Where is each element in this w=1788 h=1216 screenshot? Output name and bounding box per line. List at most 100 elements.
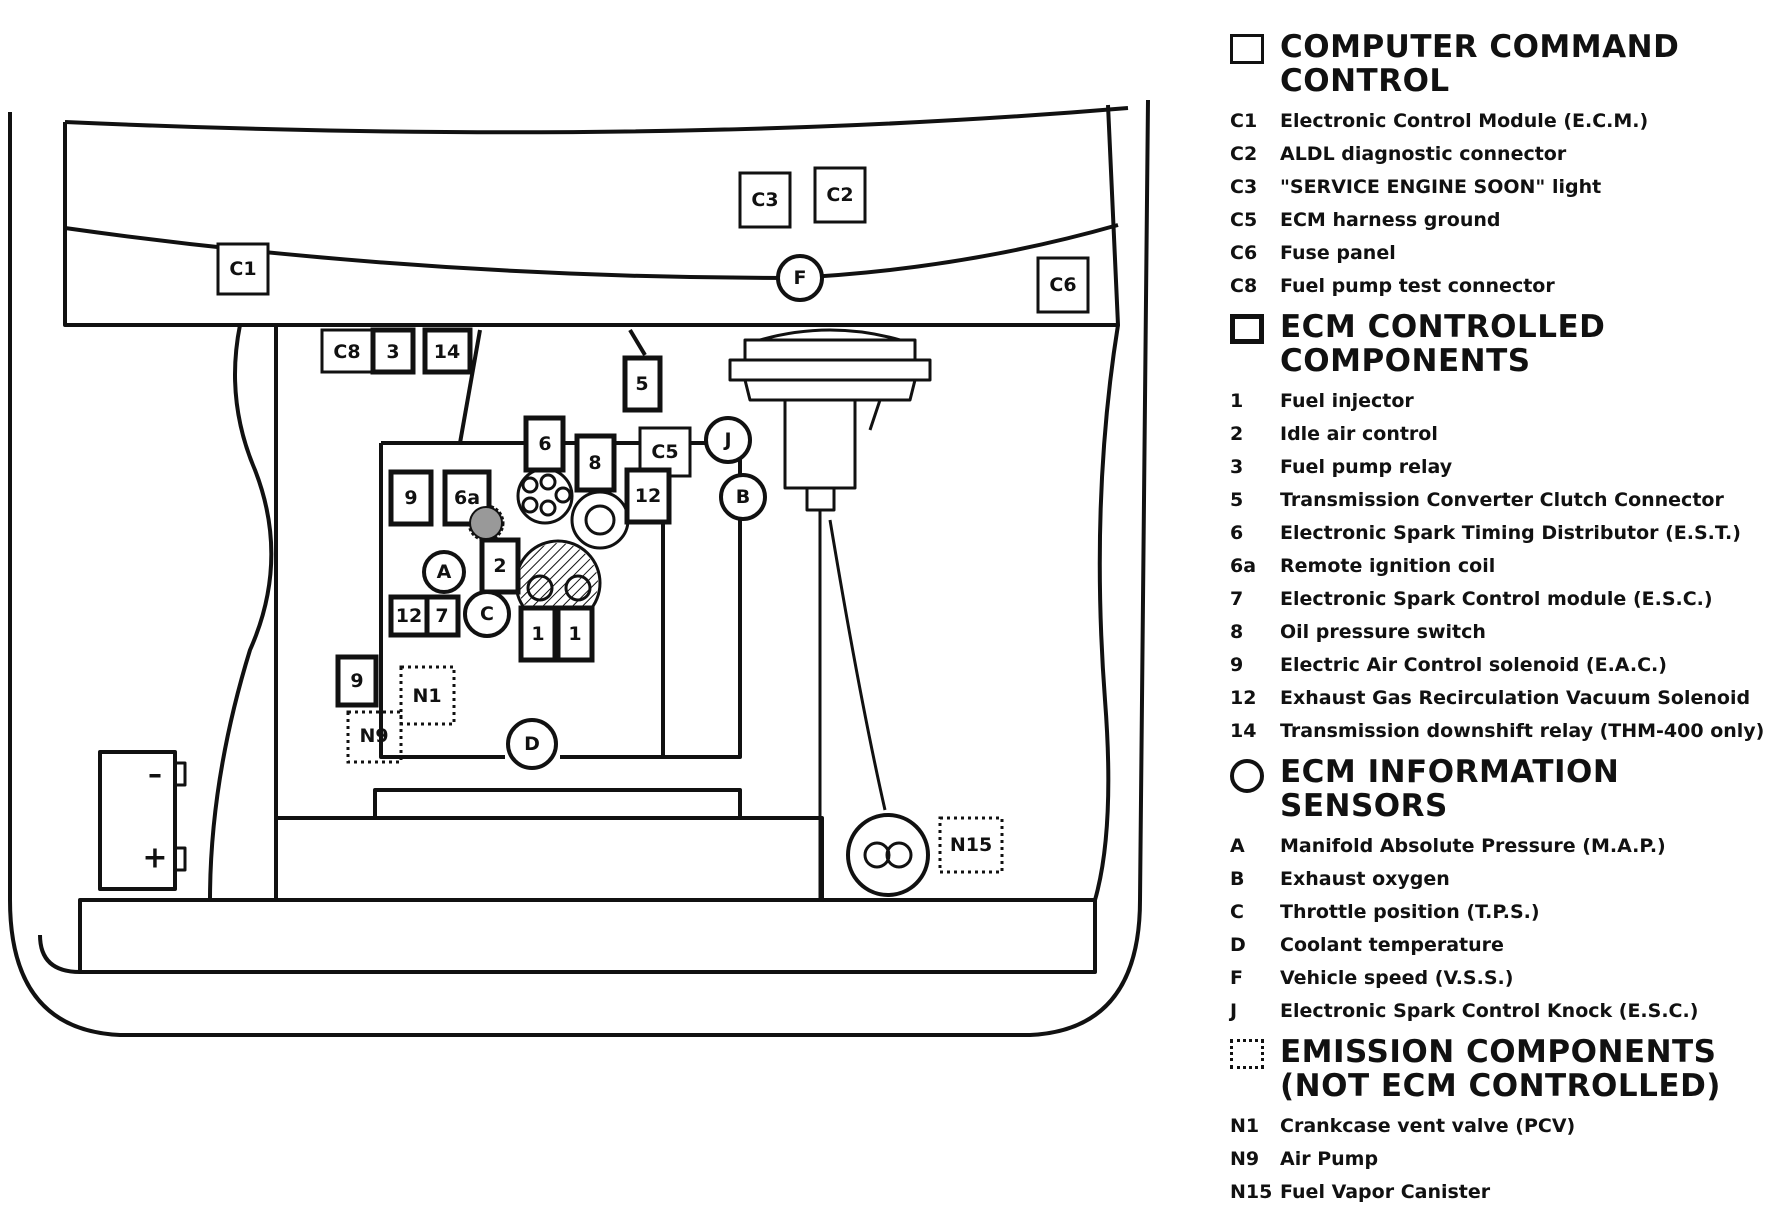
legend-item: 7 Electronic Spark Control module (E.S.C.…	[1230, 582, 1775, 615]
label-c1: C1	[229, 258, 256, 280]
legend-desc: Exhaust Gas Recirculation Vacuum Solenoi…	[1280, 686, 1751, 709]
engine-bay-diagram: C1 C2 C3 C6 C8 C5 3 14 5 6 8 12 9 6a 2 1…	[8, 99, 1150, 1037]
legend-desc: Throttle position (T.P.S.)	[1280, 900, 1540, 923]
canister	[846, 813, 930, 897]
legend-code: 9	[1230, 653, 1244, 676]
canister-hose	[828, 519, 887, 811]
box-2	[479, 537, 521, 595]
sensor-c	[463, 590, 511, 638]
legend-desc: Transmission downshift relay (THM-400 on…	[1280, 719, 1765, 742]
engine-left-wall	[379, 443, 463, 759]
legend-code: A	[1230, 834, 1245, 857]
legend-code: C5	[1230, 208, 1258, 231]
label-1-right: 1	[568, 623, 581, 645]
label-c2: C2	[826, 184, 853, 206]
oil-pressure-switch	[570, 490, 630, 550]
legend-code: 14	[1230, 719, 1257, 742]
label-f: F	[794, 267, 807, 289]
legend-code: D	[1230, 933, 1246, 956]
box-9-top	[388, 469, 434, 527]
legend-item: C3"SERVICE ENGINE SOON" light	[1230, 170, 1775, 203]
box-c8	[320, 328, 374, 374]
canister-symbol	[863, 841, 913, 869]
injector-port-right	[564, 574, 592, 602]
box-14	[422, 327, 473, 375]
distributor-cap-5	[554, 486, 572, 504]
legend-section-ccc: COMPUTER COMMAND CONTROL	[1230, 30, 1775, 98]
label-b: B	[736, 486, 750, 508]
air-cleaner-top	[743, 338, 917, 362]
legend-desc: Oil pressure switch	[1280, 620, 1486, 643]
legend-desc: ALDL diagnostic connector	[1280, 142, 1567, 165]
label-j: J	[722, 429, 731, 451]
legend-title-line: CONTROL	[1280, 63, 1450, 99]
air-cleaner-base	[728, 358, 932, 382]
air-cleaner-dome	[759, 328, 901, 342]
legend-code: C6	[1230, 241, 1258, 264]
egr-module	[783, 398, 857, 490]
sensor-d	[506, 718, 558, 770]
label-n9: N9	[359, 725, 388, 747]
legend-title-line: (NOT ECM CONTROLLED)	[1280, 1068, 1721, 1104]
legend-desc: Air Pump	[1280, 1147, 1379, 1170]
label-c8: C8	[333, 341, 360, 363]
label-c5: C5	[651, 441, 678, 463]
harness-upper	[458, 329, 482, 444]
legend-item: 12 Exhaust Gas Recirculation Vacuum Solen…	[1230, 681, 1775, 714]
label-3: 3	[386, 341, 399, 363]
bay-inner-bottom	[38, 934, 81, 974]
legend-desc: Fuel Vapor Canister	[1280, 1180, 1491, 1203]
label-5: 5	[635, 373, 648, 395]
legend-title-line: COMPONENTS	[1280, 343, 1531, 379]
legend-desc: Coolant temperature	[1280, 933, 1504, 956]
box-n9	[346, 710, 403, 764]
label-14: 14	[434, 341, 460, 363]
engine-pan	[373, 788, 742, 818]
box-6	[523, 415, 566, 473]
legend-title-line: COMPUTER COMMAND	[1280, 29, 1680, 65]
legend-code: 7	[1230, 587, 1244, 610]
legend-code: C	[1230, 900, 1244, 923]
coil-stipple	[469, 506, 503, 540]
air-cleaner-side	[868, 399, 882, 431]
box-5	[622, 355, 663, 413]
legend-code: 6a	[1230, 554, 1257, 577]
legend-desc: Electronic Spark Control module (E.S.C.)	[1280, 587, 1713, 610]
box-1-right	[555, 605, 595, 663]
sensor-f	[776, 254, 824, 302]
oil-pressure-switch-inner	[584, 504, 616, 536]
sensor-a	[422, 550, 466, 594]
legend-code: 3	[1230, 455, 1244, 478]
label-12-top: 12	[635, 485, 661, 507]
box-7	[424, 594, 461, 638]
legend-desc: Fuel injector	[1280, 389, 1414, 412]
label-6: 6	[538, 433, 551, 455]
legend-code: 1	[1230, 389, 1244, 412]
legend-desc: Fuel pump relay	[1280, 455, 1453, 478]
injector-port-left	[526, 574, 554, 602]
legend-code: F	[1230, 966, 1243, 989]
distributor-cap-3	[521, 496, 539, 514]
label-c3: C3	[751, 189, 778, 211]
engine-base	[276, 816, 824, 902]
legend-code: C8	[1230, 274, 1258, 297]
label-n1: N1	[412, 685, 441, 707]
legend-title-line: SENSORS	[1280, 788, 1448, 824]
legend-item: D Coolant temperature	[1230, 928, 1775, 961]
label-2: 2	[493, 555, 506, 577]
fender-left-curve	[208, 324, 274, 901]
label-a: A	[437, 561, 452, 583]
cowl-inner-line	[63, 104, 1120, 327]
label-8: 8	[588, 452, 601, 474]
legend-code: 6	[1230, 521, 1244, 544]
legend-desc: Manifold Absolute Pressure (M.A.P.)	[1280, 834, 1666, 857]
legend-code: 12	[1230, 686, 1257, 709]
